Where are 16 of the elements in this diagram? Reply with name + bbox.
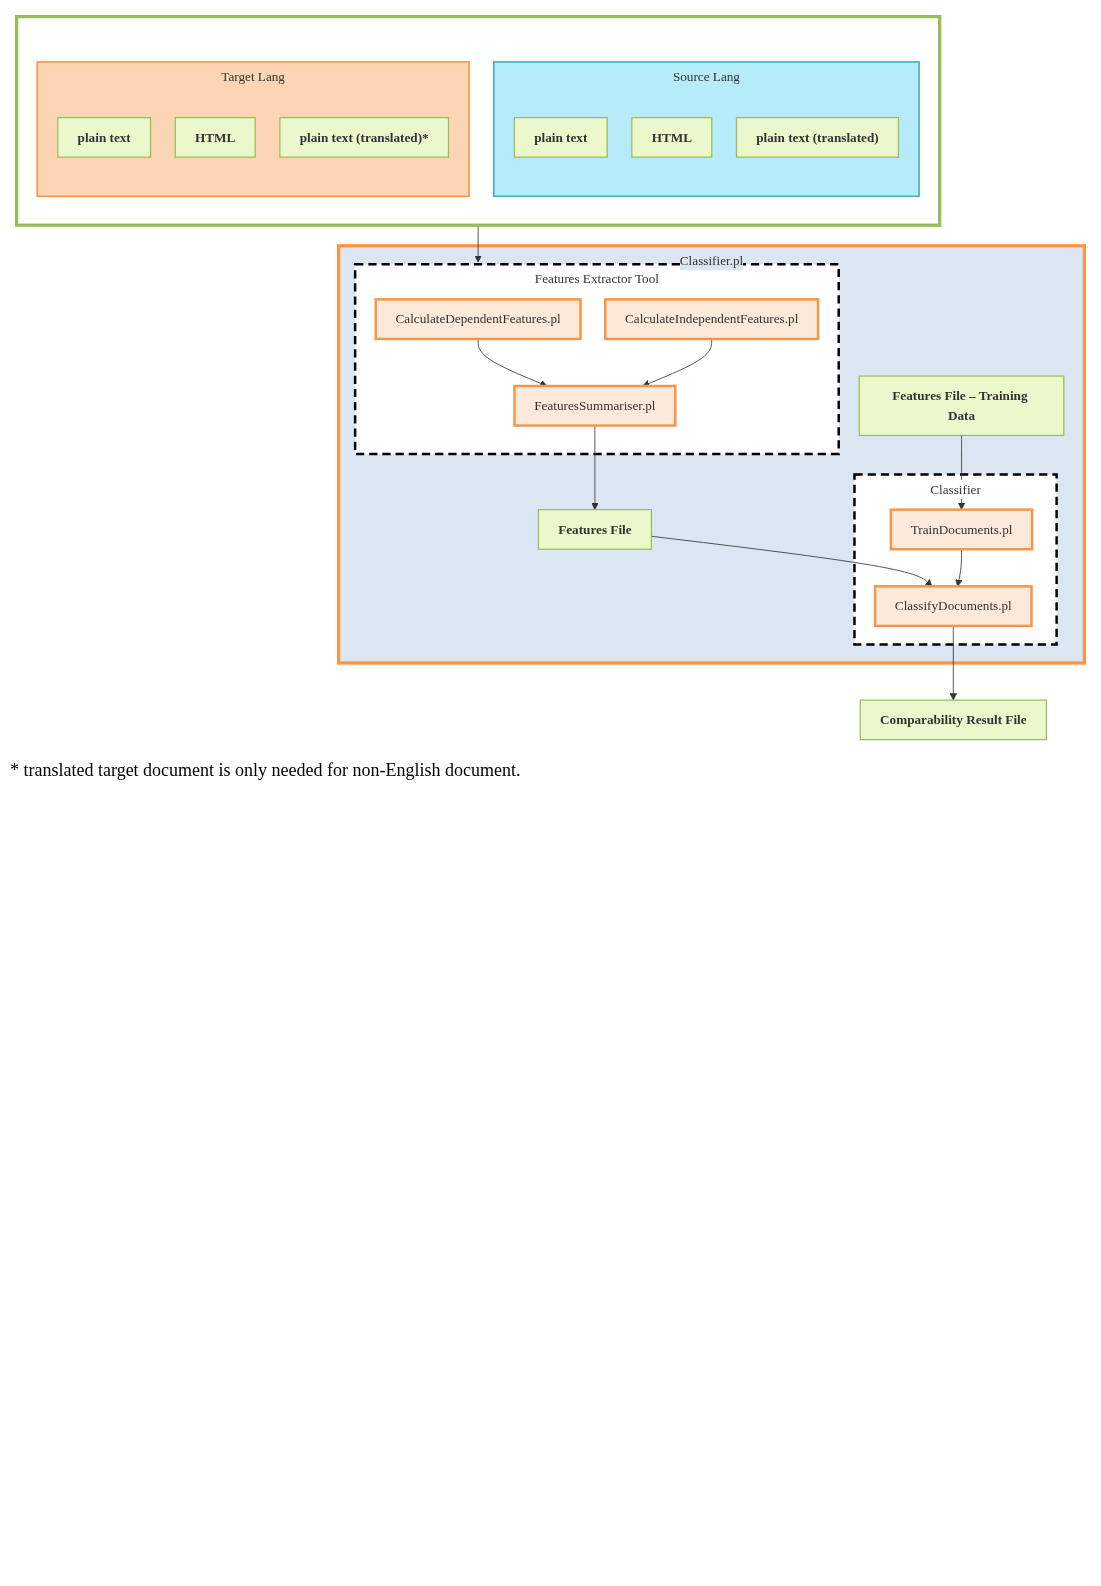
node-box: plain text: [57, 116, 152, 158]
node-box: CalculateIndependentFeatures.pl: [604, 298, 820, 341]
node-box: plain text (translated): [735, 116, 900, 158]
node-box: Features File – Training Data: [858, 375, 1065, 437]
node-box: plain text: [513, 116, 608, 158]
node-box: ClassifyDocuments.pl: [873, 585, 1033, 628]
cluster: [14, 14, 942, 227]
node-box: FeaturesSummariser.pl: [513, 384, 677, 427]
node-box: CalculateDependentFeatures.pl: [374, 298, 582, 341]
node-box: TrainDocuments.pl: [889, 508, 1034, 551]
node-box: HTML: [174, 116, 256, 158]
footnote: * translated target document is only needed for non-English document.: [10, 760, 522, 782]
node-box: HTML: [631, 116, 713, 158]
node-box: Comparability Result File: [859, 699, 1047, 741]
node-box: Features File: [537, 509, 652, 550]
node-box: plain text (translated)*: [279, 116, 450, 158]
